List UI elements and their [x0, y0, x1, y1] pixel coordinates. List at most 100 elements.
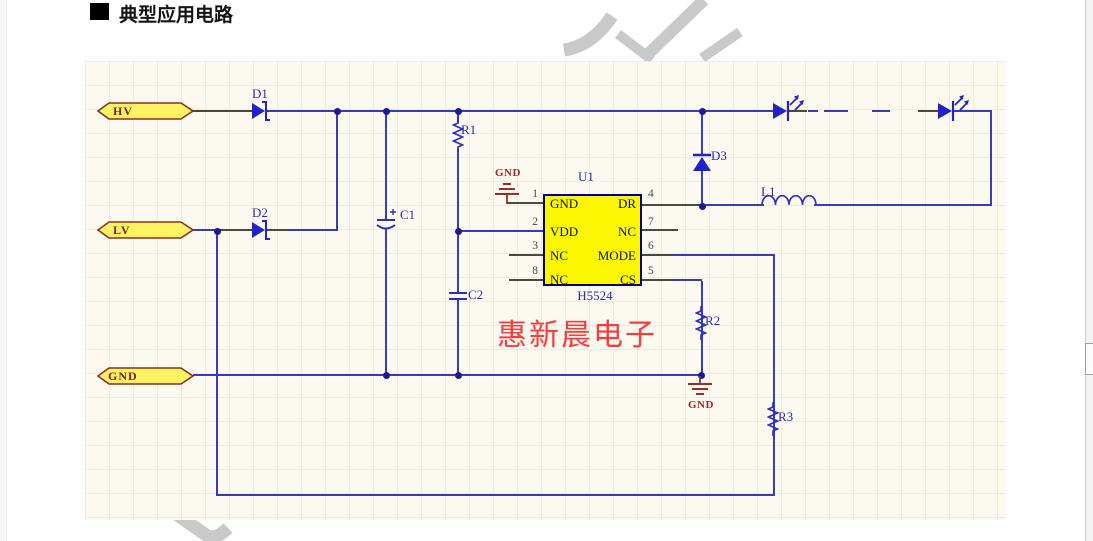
diode-cathode-bar — [262, 220, 270, 240]
wire-segment — [336, 110, 338, 231]
ground-symbol-r2 — [688, 376, 712, 395]
led-arrowhead — [959, 95, 964, 100]
ground-symbol-ic — [495, 183, 519, 204]
port-shape — [96, 102, 195, 120]
pin-name-dr: DR — [617, 196, 636, 211]
ic-part-number: H5524 — [577, 288, 613, 303]
led-triangle — [938, 103, 952, 119]
wire-segment — [457, 149, 459, 231]
junction-dot — [383, 108, 390, 115]
pin-number-6: 6 — [648, 240, 654, 252]
capacitor-c2-label: C2 — [468, 287, 484, 302]
port-lv — [96, 221, 195, 239]
junction-dot — [455, 108, 462, 115]
pin-name-gnd: GND — [550, 196, 579, 211]
junction-dot — [383, 372, 390, 379]
wire-segment — [990, 110, 992, 206]
led-2-symbol — [938, 95, 969, 121]
led-arrowhead — [964, 100, 969, 105]
capacitor-c1-symbol — [376, 209, 396, 230]
led-arrowhead — [794, 95, 799, 100]
inductor-l1-label: L1 — [761, 184, 776, 199]
pin-name-nc7: NC — [617, 224, 636, 239]
pin-name-nc8: NC — [550, 272, 569, 287]
ground-label-ic: GND — [495, 167, 521, 179]
pin-stub — [509, 254, 544, 256]
pin-number-1: 1 — [532, 188, 538, 200]
wire-segment — [288, 229, 338, 231]
capacitor-c2-symbol — [449, 292, 467, 300]
junction-dot — [334, 108, 341, 115]
wire-dash — [872, 110, 890, 112]
watermark-stroke-bottom — [158, 498, 233, 541]
pin-number-4: 4 — [648, 188, 654, 200]
port-hv-label: HV — [113, 104, 133, 118]
wire-segment — [814, 204, 991, 206]
port-shape — [96, 367, 195, 385]
resistor-r2-label: R2 — [705, 313, 721, 328]
diode-d2-label: D2 — [252, 205, 268, 220]
watermark-stroke-top — [562, 0, 743, 62]
wire-segment — [773, 254, 775, 496]
diode-d2-symbol — [252, 220, 270, 240]
wire-segment — [193, 374, 701, 376]
wire-segment — [216, 229, 218, 496]
junction-dot — [214, 228, 221, 235]
wire-segment — [217, 229, 253, 231]
ic-body — [543, 194, 642, 286]
watermark-hook — [158, 498, 233, 541]
resistor-r3-symbol — [767, 402, 779, 436]
pin-stub — [507, 202, 545, 204]
wire-segment — [672, 254, 775, 256]
inductor-coil — [761, 195, 817, 206]
capacitor-polarity-plus — [390, 209, 396, 215]
wire-segment — [701, 281, 703, 376]
led-arrow — [789, 97, 798, 106]
pin-name-cs: CS — [620, 272, 636, 287]
port-gnd-label: GND — [108, 369, 138, 383]
diode-d3-symbol — [693, 153, 711, 171]
wire-dash — [808, 110, 818, 112]
wire-segment — [266, 110, 773, 112]
led-arrow — [959, 102, 968, 111]
led-arrow — [794, 102, 803, 111]
capacitor-c1-label: C1 — [400, 207, 416, 222]
wire-segment — [193, 110, 253, 112]
pin-number-7: 7 — [648, 216, 654, 228]
scrollbar-thumb[interactable] — [1085, 343, 1093, 375]
pin-stub — [642, 204, 702, 206]
resistor-zigzag — [767, 402, 779, 436]
diode-triangle — [252, 222, 265, 238]
diode-d3-label: D3 — [711, 148, 727, 163]
junction-dot — [455, 372, 462, 379]
schematic-canvas — [85, 61, 1006, 520]
resistor-zigzag — [452, 118, 464, 152]
pin-name-nc3: NC — [550, 248, 569, 263]
wire-segment — [701, 111, 703, 155]
wire-segment — [457, 231, 459, 293]
wire-segment — [672, 279, 702, 281]
wire-segment — [954, 110, 991, 112]
resistor-r1-label: R1 — [461, 122, 477, 137]
resistor-r3-label: R3 — [778, 409, 794, 424]
wire-segment — [266, 229, 288, 231]
port-shape — [96, 221, 195, 239]
ic-designator: U1 — [578, 169, 594, 184]
led-arrow — [954, 97, 963, 106]
pin-stub — [642, 254, 672, 256]
diode-cathode-bar — [262, 101, 270, 121]
wire-segment — [701, 171, 703, 206]
diode-triangle — [252, 103, 265, 119]
resistor-r2-symbol — [695, 306, 707, 340]
scrollbar-track[interactable] — [1086, 0, 1093, 541]
pin-number-2: 2 — [532, 216, 538, 228]
port-hv — [96, 102, 195, 120]
capacitor-curved-plate — [376, 224, 396, 230]
pin-name-mode: MODE — [597, 248, 636, 263]
watermark-curve — [562, 12, 618, 57]
diode-d1-label: D1 — [252, 86, 268, 101]
pin-number-3: 3 — [532, 240, 538, 252]
watermark-diagonal — [639, 0, 709, 62]
junction-dot — [455, 228, 462, 235]
diode-triangle — [693, 157, 711, 171]
